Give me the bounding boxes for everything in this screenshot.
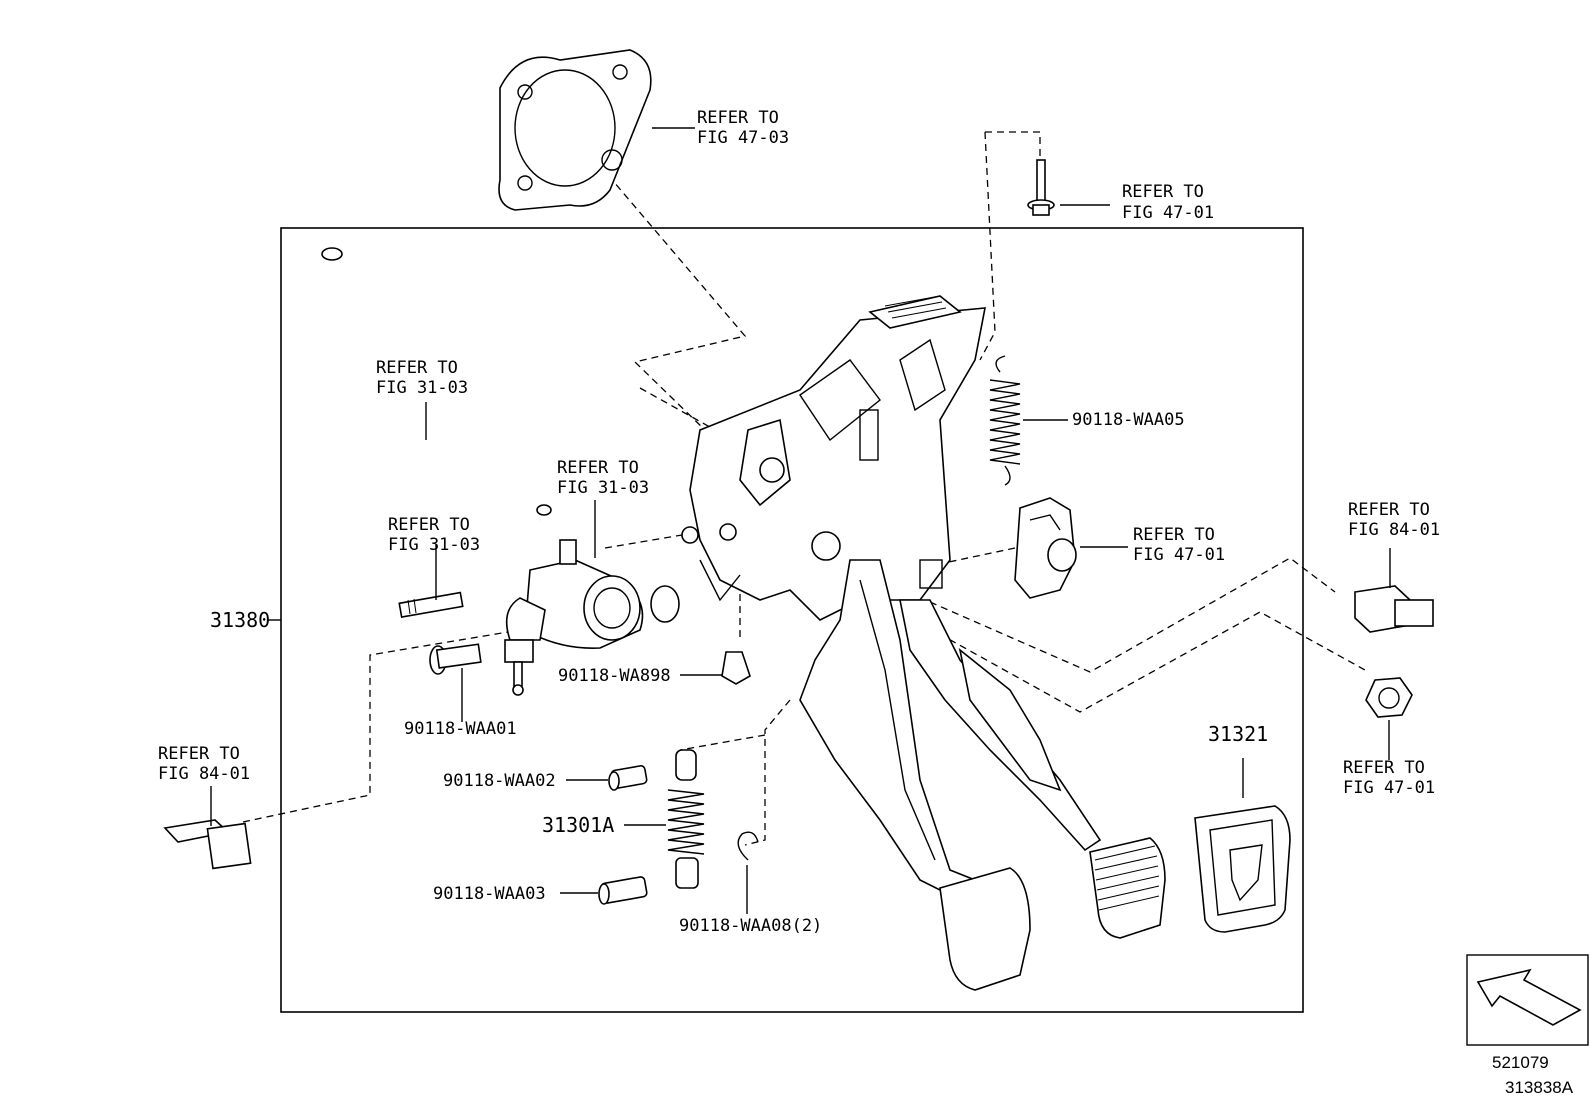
pin-ref-line2: FIG 31-03 (388, 535, 480, 555)
label-bush-waa02: 90118-WAA02 (443, 771, 556, 791)
connector-ref-line1: REFER TO (158, 744, 240, 764)
direction-indicator (1466, 954, 1589, 1046)
pin-ref-line1: REFER TO (388, 515, 470, 535)
hose-joint-ref-line2: FIG 31-03 (557, 478, 649, 498)
switch-connector (1354, 548, 1434, 633)
flange-bolt (1027, 159, 1110, 216)
retaining-clip (680, 651, 751, 685)
switch-ref-line1: REFER TO (1133, 525, 1215, 545)
bolt-ref-line2: FIG 47-01 (1122, 203, 1214, 223)
turnover-spring-assembly (624, 749, 705, 889)
label-pin-waa01: 90118-WAA01 (404, 719, 517, 739)
hose-ref-line1: REFER TO (376, 358, 458, 378)
position-sensor (163, 786, 252, 870)
clutch-pedal-arm (799, 559, 1031, 991)
hose-joint-ref-line1: REFER TO (557, 458, 639, 478)
reservoir-hose (310, 246, 544, 525)
return-spring (989, 355, 1068, 486)
label-pad: 31321 (1208, 722, 1268, 746)
footer-code-bottom: 313838A (1505, 1078, 1574, 1097)
pedal-bracket (681, 295, 986, 621)
nut-ref-line1: REFER TO (1343, 758, 1425, 778)
label-bush-waa03: 90118-WAA03 (433, 884, 546, 904)
connector-ref-line2: FIG 84-01 (158, 764, 250, 784)
label-spring: 90118-WAA05 (1072, 410, 1185, 430)
bush-upper (566, 765, 648, 791)
sensor-ref-line2: FIG 84-01 (1348, 520, 1440, 540)
bolt-ref-line1: REFER TO (1122, 182, 1204, 202)
label-clip: 90118-WA898 (558, 666, 671, 686)
switch-ref-line2: FIG 47-01 (1133, 545, 1225, 565)
snap-ring (737, 831, 759, 914)
sensor-ref-line1: REFER TO (1348, 500, 1430, 520)
hose-ref-line2: FIG 31-03 (376, 378, 468, 398)
hex-nut (1365, 677, 1413, 760)
clevis-pin (429, 643, 482, 722)
gasket-ref-line2: FIG 47-03 (697, 128, 789, 148)
clutch-master-cylinder (505, 500, 680, 649)
label-assembly: 31380 (210, 608, 270, 632)
switch-bracket (1014, 497, 1128, 599)
push-pin (398, 544, 464, 619)
gasket-ref-line1: REFER TO (697, 108, 779, 128)
pedal-arm-right (899, 599, 1166, 939)
nut-ref-line2: FIG 47-01 (1343, 778, 1435, 798)
clevis-fork (504, 639, 534, 696)
footer-code-top: 521079 (1492, 1053, 1549, 1072)
bush-lower (560, 876, 648, 905)
label-spring-assy: 31301A (542, 813, 614, 837)
gasket-plate (498, 49, 695, 211)
pedal-pad (1194, 758, 1291, 933)
label-ring: 90118-WAA08(2) (679, 916, 822, 936)
